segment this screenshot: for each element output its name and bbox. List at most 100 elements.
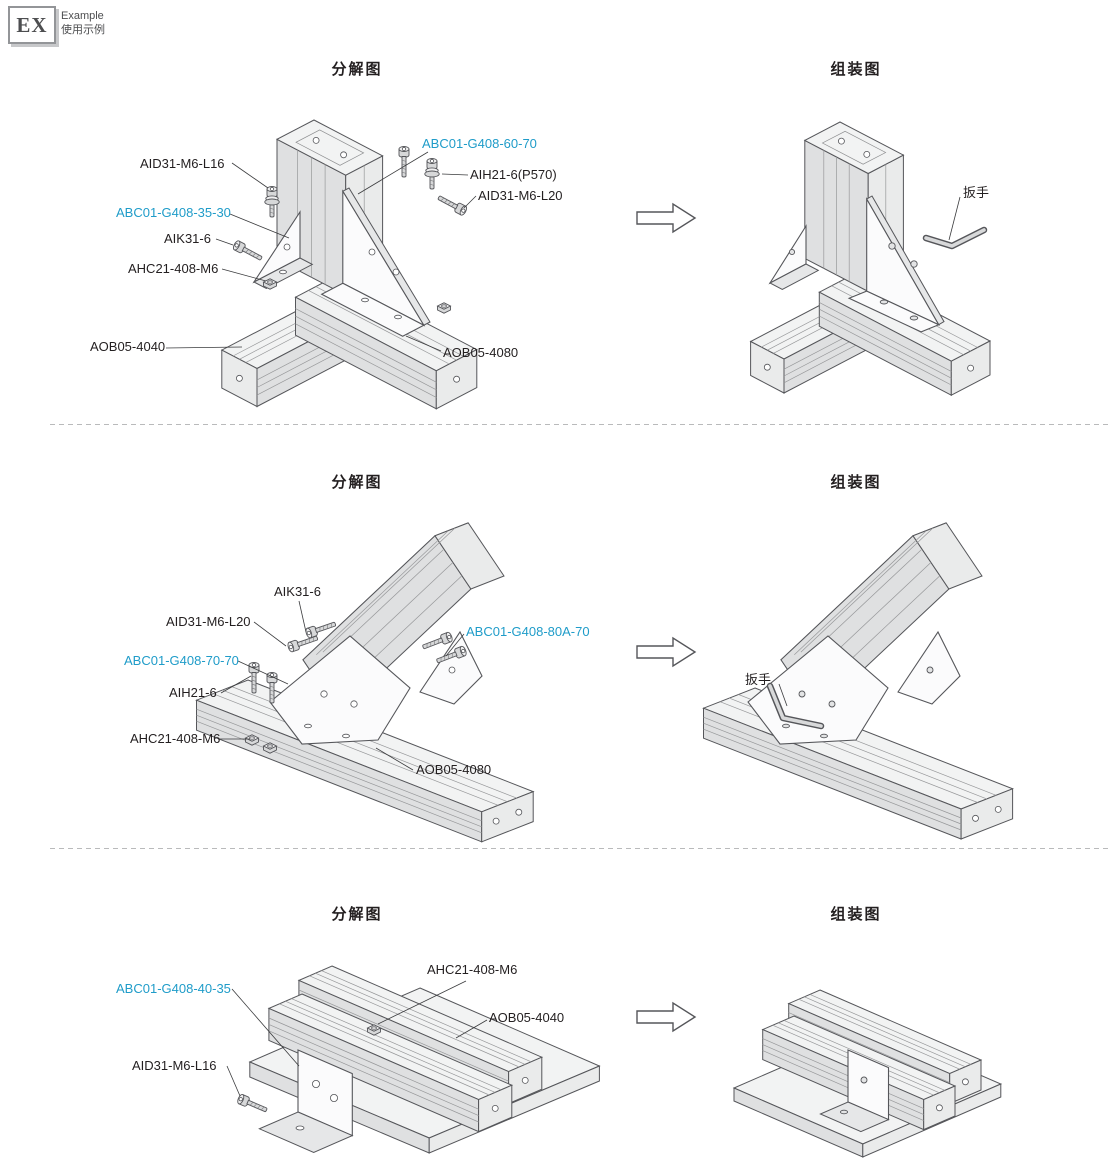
groove-line (703, 728, 962, 831)
leader-line (377, 980, 467, 1025)
hole (936, 1104, 943, 1112)
transform-arrow (636, 636, 697, 668)
groove-line (298, 989, 509, 1082)
part-label-aih21-6-p570: AIH21-6(P570) (470, 167, 557, 182)
hole (392, 268, 400, 276)
groove-line (309, 975, 520, 1068)
part-label-ahc21-408-m6: AHC21-408-M6 (130, 731, 221, 746)
groove-line (222, 689, 508, 803)
groove-line (279, 1003, 490, 1096)
nut-icon (437, 302, 451, 314)
hex-wrench (768, 684, 823, 728)
bracket-abc01-g408-40-35 (258, 1111, 354, 1153)
hole (279, 269, 287, 275)
screw-head (879, 299, 889, 305)
groove-line (703, 722, 962, 825)
screw-head (926, 666, 934, 674)
groove-line (196, 714, 482, 828)
leader-line (463, 195, 477, 209)
part-label-aob05-4040: AOB05-4040 (489, 1010, 565, 1025)
screw-head (782, 723, 790, 729)
assembled-view-title: 组装图 (830, 906, 882, 923)
groove-line (268, 1024, 479, 1116)
screw-head (909, 315, 919, 321)
groove-line (762, 1038, 924, 1109)
extrusion-column-4080 (275, 119, 384, 176)
part-label-aik31-6: AIK31-6 (164, 231, 211, 246)
leader-line (298, 600, 307, 633)
groove-line (703, 716, 962, 819)
screw-head (839, 1109, 849, 1115)
groove-line (268, 1030, 479, 1123)
groove-line (794, 530, 927, 655)
hole (863, 150, 871, 158)
leader-line (220, 675, 252, 694)
leader-line (215, 238, 234, 246)
leader-line (778, 683, 788, 707)
groove-line (798, 998, 960, 1070)
groove-line (809, 994, 972, 1065)
bracket-abc01-g408-35-30 (768, 263, 820, 290)
screw-head (828, 700, 836, 708)
groove-line (315, 972, 526, 1065)
part-label-aob05-4040: AOB05-4040 (90, 339, 166, 354)
part-label-abc01-g408-40-35: ABC01-G408-40-35 (116, 981, 231, 996)
groove-line (762, 1044, 924, 1115)
screw-head (798, 690, 806, 698)
example-logo: EX (8, 6, 56, 44)
leader-line (165, 346, 243, 349)
extrusion-aob05-4080 (960, 788, 1014, 840)
extrusion-aob05-4080-diagonal (434, 522, 505, 590)
screw-icon (435, 192, 469, 217)
hole (320, 690, 328, 698)
hole (453, 375, 461, 383)
groove-line (285, 1000, 496, 1093)
hole (283, 243, 291, 251)
screw-head (860, 1076, 868, 1084)
leader-line (237, 660, 289, 685)
part-label-abc01-g408-80a-70: ABC01-G408-80A-70 (466, 624, 590, 639)
leader-line (455, 1019, 488, 1039)
screw-head (888, 242, 896, 250)
hole (361, 297, 369, 303)
groove-line (819, 302, 952, 372)
extrusion-aob05-4080-diagonal (912, 522, 983, 590)
screw-head (910, 260, 918, 268)
groove-line (322, 527, 456, 653)
example-caption: Example 使用示例 (61, 9, 105, 37)
hole (763, 363, 771, 371)
example-logo-text: EX (16, 12, 48, 37)
part-label-aid31-m6-l16: AID31-M6-L16 (140, 156, 225, 171)
hole (448, 666, 456, 674)
hole (521, 1077, 529, 1084)
groove-line (788, 1012, 950, 1083)
part-label-aid31-m6-l20: AID31-M6-L20 (166, 614, 251, 629)
gusset-abc01-g408-70-70 (269, 635, 411, 745)
groove-line (212, 693, 499, 806)
groove-line (762, 1050, 924, 1121)
extrusion-aob05-4080 (481, 790, 534, 843)
exploded-view-title: 分解图 (331, 906, 383, 923)
extrusion-column-4080 (295, 129, 365, 166)
part-label-aid31-m6-l20: AID31-M6-L20 (478, 188, 563, 203)
hole (515, 808, 523, 816)
assembled-view-title: 组装图 (830, 474, 882, 491)
groove-line (295, 315, 437, 391)
groove-line (268, 1017, 479, 1110)
hole (304, 723, 312, 729)
extrusion-column-4080 (821, 130, 887, 165)
assembled-view-title: 组装图 (830, 61, 882, 78)
hole (340, 151, 348, 159)
bracket-abc01-g408-40-35 (819, 1101, 890, 1133)
groove-line (800, 527, 934, 653)
part-label-abc01-g408-35-30: ABC01-G408-35-30 (116, 205, 231, 220)
gusset-abc01-g408-60-70 (847, 290, 941, 333)
leader-line (405, 335, 442, 352)
exploded-view-title: 分解图 (331, 61, 383, 78)
hole (368, 248, 376, 256)
gusset-abc01-g408-60-70 (320, 282, 425, 337)
leader-line (231, 162, 269, 189)
screw-head (788, 248, 796, 256)
groove-line (295, 308, 437, 383)
hole (329, 1094, 338, 1103)
